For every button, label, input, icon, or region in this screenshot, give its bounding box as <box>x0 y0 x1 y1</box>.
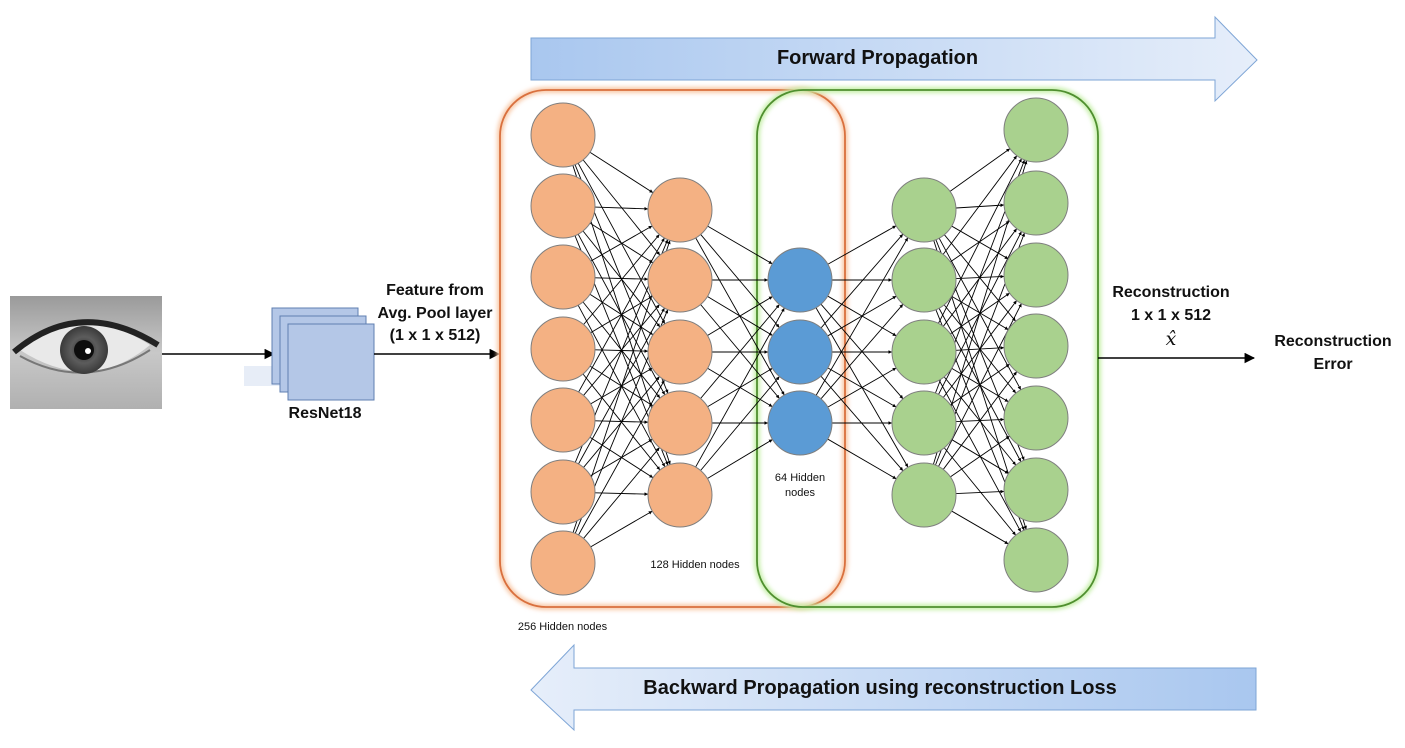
decoder-256-node-3 <box>1003 242 1069 308</box>
edge <box>950 435 1010 478</box>
bottleneck-caption-line1: 64 Hidden <box>774 472 826 484</box>
edge <box>707 296 773 336</box>
decoder-frame <box>756 89 1099 608</box>
backward-arrow <box>530 643 1257 732</box>
encoder-128-node-5 <box>647 462 713 528</box>
encoder-256-node-1 <box>530 102 596 168</box>
edge <box>942 371 1018 470</box>
edge <box>955 489 1005 495</box>
edge <box>700 234 780 328</box>
decoder-256-node-6 <box>1003 457 1069 523</box>
resnet-label: ResNet18 <box>288 405 362 422</box>
bottleneck-64-node-1 <box>767 247 833 313</box>
feature-label-line2: Avg. Pool layer <box>377 305 493 322</box>
bottleneck-64-node-2 <box>767 319 833 385</box>
edge <box>582 159 661 256</box>
decoder-256-node-5 <box>1003 385 1069 451</box>
encoder-frame <box>499 89 846 608</box>
decoder-128-node-4 <box>891 390 957 456</box>
edge <box>943 447 1017 536</box>
edge <box>827 367 897 408</box>
edge <box>942 155 1018 255</box>
encoder-layer2-caption: 128 Hidden nodes <box>650 559 740 571</box>
edge <box>594 277 649 281</box>
decoder-256-node-4 <box>1003 313 1069 379</box>
encoder-256-node-6 <box>530 459 596 525</box>
network-nodes <box>530 97 1069 596</box>
encoder-128-node-4 <box>647 390 713 456</box>
encoder-layer1-caption: 256 Hidden nodes <box>517 621 608 633</box>
encoder-128-node-3 <box>647 319 713 385</box>
eye-image <box>10 296 162 409</box>
reconstruction-label-line2: 1 x 1 x 512 <box>1130 307 1212 324</box>
edge <box>951 510 1009 545</box>
decoder-256-node-2 <box>1003 170 1069 236</box>
reconstruction-error-line1: Reconstruction <box>1274 333 1392 350</box>
feature-label-line1: Feature from <box>386 282 484 299</box>
forward-arrow <box>530 15 1258 103</box>
decoder-128-node-3 <box>891 319 957 385</box>
edge <box>695 307 785 468</box>
decoder-128-node-2 <box>891 247 957 313</box>
edge <box>827 225 897 265</box>
edge <box>583 234 660 325</box>
edge <box>955 203 1005 209</box>
edge <box>700 304 780 399</box>
edge <box>951 225 1009 260</box>
decoder-128-node-5 <box>891 462 957 528</box>
edge <box>590 225 653 262</box>
edge <box>820 375 904 472</box>
encoder-256-node-5 <box>530 387 596 453</box>
reconstruction-error-line2: Error <box>1313 356 1353 373</box>
encoder-256-node-3 <box>530 244 596 310</box>
edge <box>583 447 660 539</box>
edge <box>594 206 649 211</box>
encoder-128-node-2 <box>647 247 713 313</box>
edge <box>707 225 773 265</box>
decoder-256-node-1 <box>1003 97 1069 163</box>
decoder-256-node-7 <box>1003 527 1069 593</box>
reconstruction-symbol: x̂ <box>1165 328 1177 350</box>
bottleneck-64-node-3 <box>767 390 833 456</box>
reconstruction-label-line1: Reconstruction <box>1112 284 1230 301</box>
edge <box>820 303 904 400</box>
decoder-128-node-1 <box>891 177 957 243</box>
edge <box>590 510 653 548</box>
encoder-128-node-1 <box>647 177 713 243</box>
edge <box>700 376 780 471</box>
edge <box>589 151 654 194</box>
edge <box>949 148 1011 192</box>
resnet-block <box>244 307 375 401</box>
forward-label: Forward Propagation <box>776 47 979 69</box>
bottleneck-caption-line2: nodes <box>785 487 815 499</box>
edge <box>827 438 897 480</box>
encoder-256-node-7 <box>530 530 596 596</box>
backward-label: Backward Propagation using reconstructio… <box>643 677 1117 699</box>
edge <box>578 379 665 536</box>
feature-label-line3: (1 x 1 x 512) <box>389 327 481 344</box>
encoder-256-node-2 <box>530 173 596 239</box>
edge <box>707 439 773 479</box>
edge <box>820 233 904 329</box>
encoder-256-node-4 <box>530 316 596 382</box>
edge <box>578 237 665 393</box>
edge <box>815 237 909 396</box>
edge <box>938 158 1022 324</box>
